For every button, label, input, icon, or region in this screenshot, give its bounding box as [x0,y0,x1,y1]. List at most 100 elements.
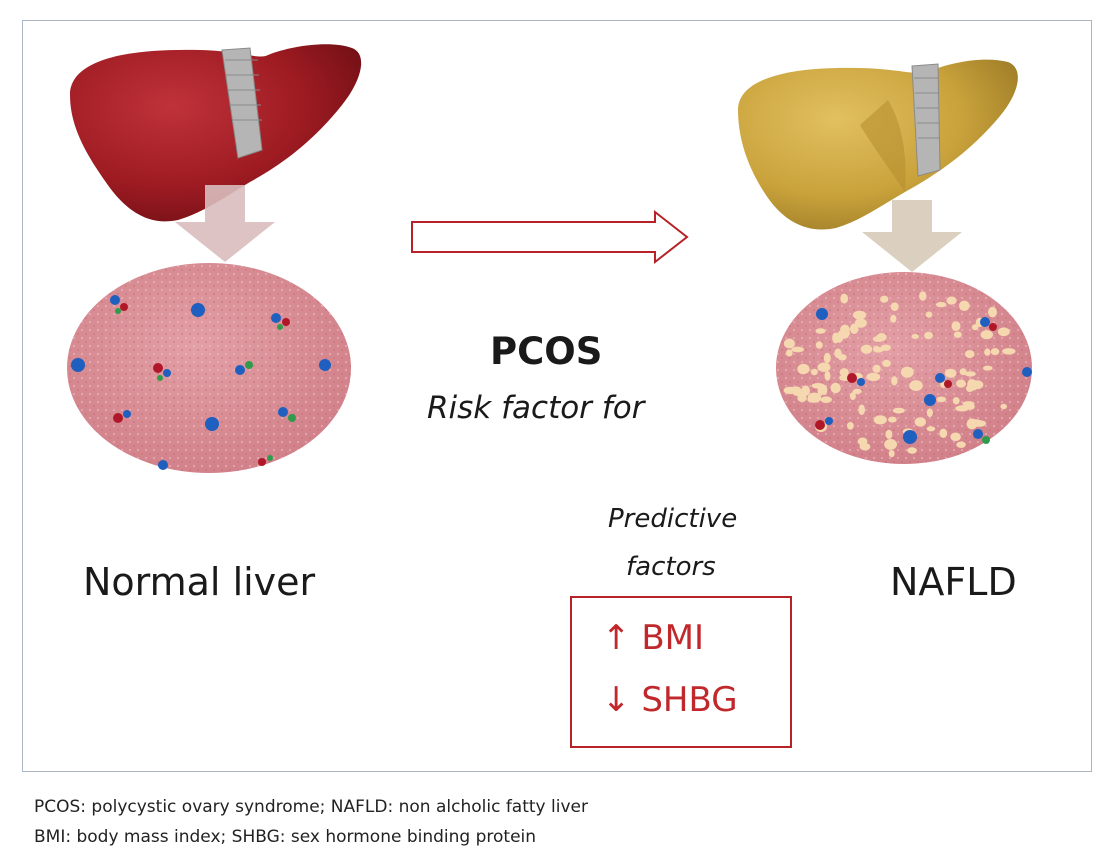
fat-droplet [885,429,893,439]
fat-droplet [849,392,856,400]
fat-droplet [815,341,823,349]
arrow-up-icon: ↑ [602,618,631,658]
fat-droplet [964,371,976,377]
fat-droplet [956,441,966,448]
fat-droplet [924,331,933,340]
risk-factor-text: Risk factor for [427,390,645,426]
fat-droplet [926,426,936,432]
fat-droplet [959,368,967,376]
fat-droplet [815,328,826,334]
factor-label: BMI [641,618,704,658]
factor-bmi: ↑ BMI [602,618,704,658]
fat-droplet [907,447,917,454]
fatty-liver-icon [738,59,1018,230]
fat-droplet [935,301,947,308]
fat-droplet [892,407,905,414]
fat-droplet [990,348,1000,356]
fat-droplet [882,359,891,367]
fat-droplet [840,293,849,304]
fat-droplet [793,390,803,397]
footnote-abbreviations-1: PCOS: polycystic ovary syndrome; NAFLD: … [34,797,588,817]
fatty-down-arrow-icon [862,200,962,272]
fat-droplet [783,386,797,395]
fat-droplet [807,397,820,403]
fat-droplet [890,302,899,311]
fat-droplet [852,388,862,394]
fat-droplet [823,352,831,364]
normal-liver-label: Normal liver [83,560,316,604]
fat-droplet [967,379,976,390]
fat-droplet [801,385,810,397]
fat-droplet [891,376,898,386]
normal-down-arrow-icon [175,185,275,262]
arrow-down-icon: ↓ [602,680,631,720]
fat-droplet [850,323,859,335]
fat-droplet [797,394,807,403]
factor-shbg: ↓ SHBG [602,680,738,720]
fat-droplet [839,368,849,377]
fat-droplet [914,417,926,427]
fat-droplet [872,336,885,342]
fat-droplet [1002,348,1016,355]
fat-droplet [832,332,839,344]
fat-droplet [824,371,831,381]
fat-droplet [953,331,962,338]
fat-droplet [884,439,897,450]
fat-droplet [852,310,867,320]
fat-droplet [936,396,947,403]
fat-droplet [952,397,960,405]
fat-droplet [858,404,865,416]
predictive-factors-box: ↑ BMI ↓ SHBG [570,596,792,748]
fatty-tissue-icon [776,272,1032,464]
fat-droplet [900,366,914,378]
fat-droplet [810,368,818,376]
fat-droplet [983,365,993,371]
nafld-label: NAFLD [890,560,1017,604]
fat-droplet [837,354,847,361]
fat-droplet [860,344,873,354]
predictive-label: Predictive [608,504,738,534]
normal-tissue-icon [67,263,351,473]
fat-droplet [955,405,969,412]
fat-droplet [950,432,961,442]
fat-droplet [966,418,978,430]
fat-droplet [997,327,1010,337]
fat-droplet [817,362,831,372]
normal-liver-icon [70,44,362,222]
fat-droplet [951,321,961,331]
fat-droplet [912,380,919,386]
fat-droplet [962,401,975,407]
fat-droplet [959,300,970,311]
fat-droplet [925,311,933,318]
fat-droplet [888,416,897,423]
factor-label: SHBG [641,680,738,720]
fat-droplet [939,428,948,438]
progression-arrow-icon [411,209,689,265]
fat-droplet [1000,403,1007,410]
fat-droplet [830,382,841,394]
fat-droplet [988,306,997,318]
fat-droplet [919,291,927,301]
fat-droplet [791,346,804,353]
fat-droplet [946,296,957,305]
fat-droplet [854,318,867,328]
fat-droplet [926,408,933,418]
fat-droplet [840,324,850,335]
fat-droplet [847,422,854,430]
fat-droplet [783,338,795,349]
fat-droplet [820,396,832,404]
pcos-title: PCOS [490,330,603,373]
fat-droplet [817,385,824,396]
factors-label: factors [626,552,716,582]
fat-droplet [911,334,919,339]
fat-droplet [888,450,895,458]
fat-droplet [984,348,991,356]
fat-droplet [785,349,793,357]
fat-droplet [880,295,889,303]
fat-droplet [964,350,975,359]
fat-droplet [873,345,880,353]
fat-droplet [980,330,993,340]
fat-droplet [866,372,881,382]
fat-droplet [971,324,979,331]
